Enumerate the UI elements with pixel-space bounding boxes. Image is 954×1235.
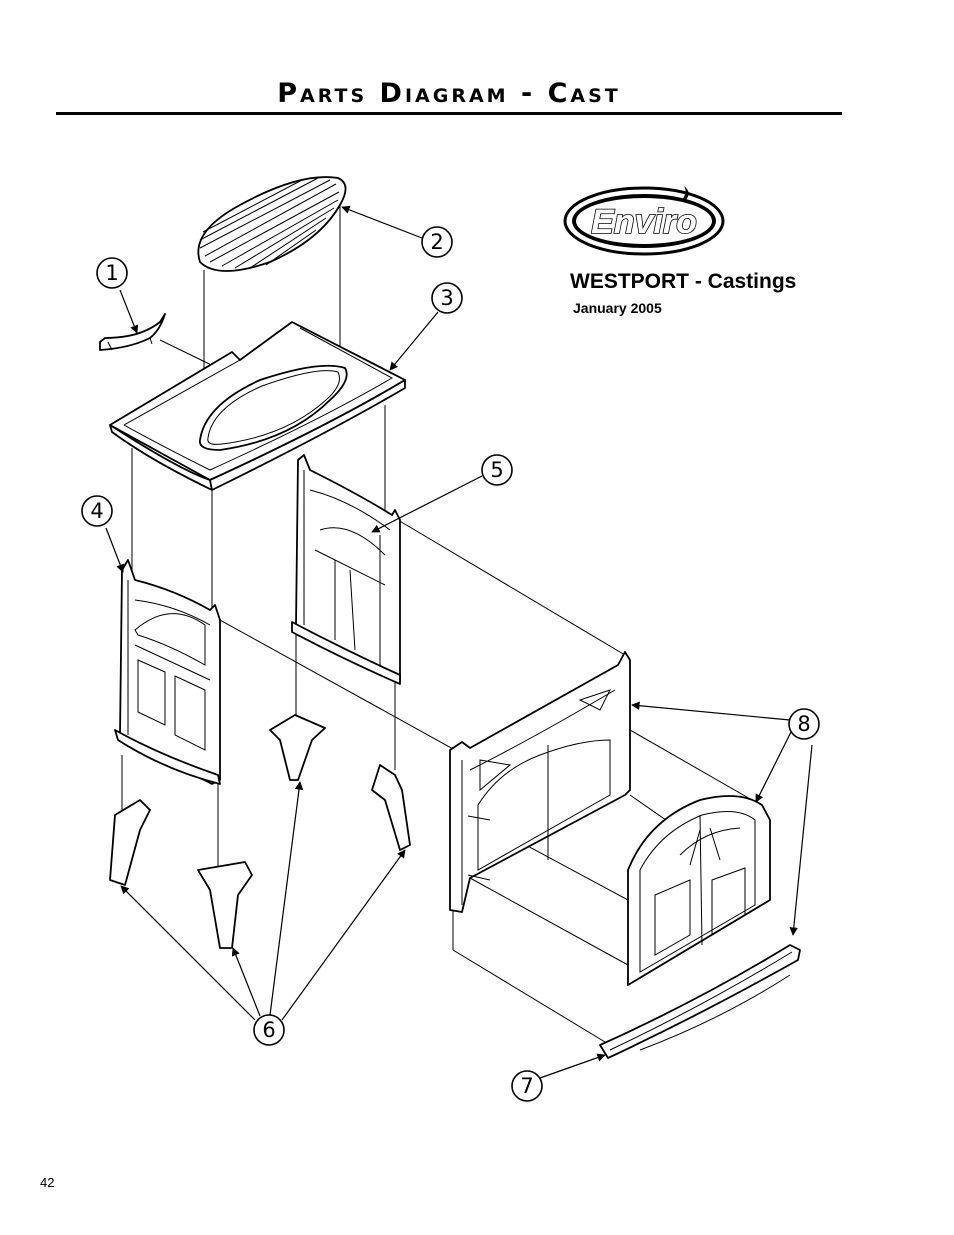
callout-8: 8 xyxy=(788,708,820,740)
callout-5-label: 5 xyxy=(490,458,503,482)
leader-lines xyxy=(105,205,813,1079)
legs-part xyxy=(109,714,411,949)
callout-1-label: 1 xyxy=(105,261,118,285)
callout-4-label: 4 xyxy=(90,499,103,523)
product-name: WESTPORT - Castings xyxy=(570,270,797,293)
callout-1: 1 xyxy=(96,257,128,289)
callout-4: 4 xyxy=(81,495,113,527)
callout-8-label: 8 xyxy=(797,712,810,736)
callout-6-label: 6 xyxy=(262,1018,275,1042)
callout-7-label: 7 xyxy=(520,1074,533,1098)
logo-wordmark: Enviro xyxy=(591,203,697,241)
callout-2: 2 xyxy=(421,226,453,258)
title-rule xyxy=(56,112,842,115)
callout-5: 5 xyxy=(481,454,513,486)
callout-7: 7 xyxy=(511,1070,543,1102)
stove-body-part xyxy=(449,651,631,913)
callout-6: 6 xyxy=(253,1014,285,1046)
ash-lip-part xyxy=(599,944,801,1059)
top-plate-part xyxy=(109,321,406,491)
rear-panel-part xyxy=(291,454,401,685)
front-doors-part xyxy=(627,795,771,986)
left-side-panel-part xyxy=(114,559,221,785)
page-number: 42 xyxy=(40,1175,55,1190)
page-title: Parts Diagram - Cast xyxy=(277,78,621,109)
revision-date: January 2005 xyxy=(573,300,662,316)
enviro-logo: Enviro xyxy=(563,186,725,256)
callout-2-label: 2 xyxy=(430,230,443,254)
callout-3: 3 xyxy=(431,282,463,314)
top-grille-part xyxy=(197,176,347,272)
top-baffle-cover-part xyxy=(99,313,166,351)
callout-3-label: 3 xyxy=(440,286,453,310)
